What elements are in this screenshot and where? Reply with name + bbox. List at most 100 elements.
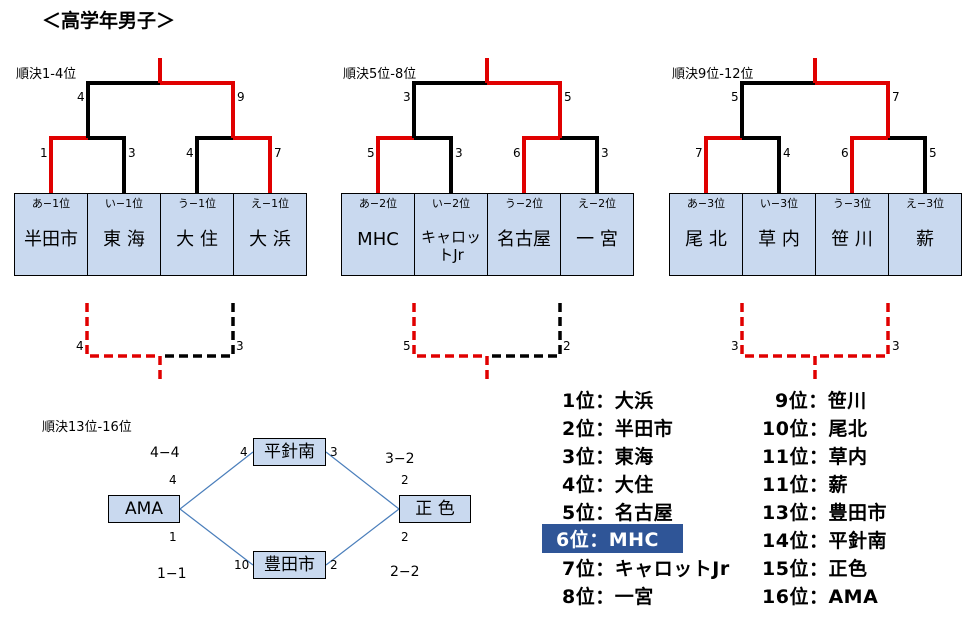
b1-m1-right-line: [88, 136, 126, 193]
team-name: 草 内: [758, 229, 800, 250]
score: 5: [731, 90, 739, 104]
b2-m1-right-line: [414, 136, 453, 193]
score: 4: [240, 445, 248, 459]
score: 4: [169, 473, 177, 487]
page-title: ＜高学年男子＞: [42, 10, 176, 32]
score: 3: [236, 339, 244, 353]
b2-m1-left-line: [376, 136, 414, 193]
b3-m1-left-line: [704, 136, 742, 193]
score: 2: [563, 339, 571, 353]
score: 9: [237, 90, 245, 104]
score: 4: [783, 146, 791, 160]
b2-final-right-line: [487, 81, 562, 138]
team-box: あ−3位 尾 北: [669, 193, 743, 276]
score: 5: [367, 146, 375, 160]
score: 6: [841, 146, 849, 160]
ranking-item: 14位：平針南: [762, 530, 887, 552]
team-seed: あ−1位: [31, 197, 71, 210]
team-seed: う−1位: [177, 197, 217, 210]
team-box-toyota: 豊田市: [253, 551, 326, 579]
b2-final-left-line: [412, 81, 487, 138]
team-box-hirabari: 平針南: [253, 438, 326, 466]
bracket-1-label: 順決1-4位: [16, 67, 77, 82]
league-lines: [179, 451, 400, 566]
score: 4: [186, 146, 194, 160]
bracket-2-third-lines: [412, 303, 562, 382]
team-box-ama: AMA: [108, 495, 180, 523]
ranking-item: 2位：半田市: [562, 418, 674, 440]
ranking-item: 16位：AMA: [762, 586, 879, 608]
score: 2: [401, 473, 409, 487]
team-name: 薪: [916, 229, 934, 250]
b3-final-left-line: [740, 81, 815, 138]
bracket-2-label: 順決5位-8位: [343, 67, 417, 82]
team-seed: い−1位: [104, 197, 144, 210]
ranking-item: 13位：豊田市: [762, 502, 887, 524]
team-box: え−3位 薪: [888, 193, 962, 276]
team-box-shoshiki: 正 色: [399, 495, 471, 523]
bracket-3-label: 順決9位-12位: [672, 67, 754, 82]
bracket-1-third-lines: [85, 303, 235, 382]
score-tiebreak: 3−2: [385, 451, 415, 467]
score: 4: [76, 339, 84, 353]
team-name: 東 海: [103, 229, 145, 250]
b1-final-left-line: [86, 81, 160, 138]
score: 2: [330, 558, 338, 572]
team-seed: え−1位: [250, 197, 290, 210]
score: 2: [401, 530, 409, 544]
ranking-item: 8位：一宮: [562, 586, 654, 608]
score: 5: [403, 339, 411, 353]
score: 5: [564, 90, 572, 104]
team-seed: え−2位: [577, 197, 617, 210]
team-box: い−1位 東 海: [87, 193, 161, 276]
team-box: え−2位 一 宮: [560, 193, 634, 276]
team-box: あ−1位 半田市: [14, 193, 88, 276]
team-box: う−3位 笹 川: [815, 193, 889, 276]
team-box: い−3位 草 内: [742, 193, 816, 276]
score: 3: [128, 146, 136, 160]
team-seed: え−3位: [905, 197, 945, 210]
team-seed: あ−2位: [358, 197, 398, 210]
ranking-item-highlight: 6位：MHC: [542, 524, 684, 553]
ranking-item: 7位：キャロットJr: [562, 558, 730, 580]
score: 1: [40, 146, 48, 160]
b1-final-right-line: [160, 81, 235, 138]
bracket-2-lines: [376, 58, 599, 193]
team-name: 大 浜: [249, 229, 291, 250]
b1-m2-right-line: [233, 136, 272, 193]
team-name: 一 宮: [576, 229, 618, 250]
b2-m2-left-line: [522, 136, 560, 193]
ranking-item: 11位：草内: [762, 446, 868, 468]
score-tiebreak: 1−1: [157, 566, 187, 582]
score: 1: [169, 530, 177, 544]
score: 7: [695, 146, 703, 160]
team-name: 大 住: [176, 229, 218, 250]
team-name: 半田市: [24, 229, 78, 250]
ranking-item: 1位：大浜: [562, 390, 654, 412]
b2-m2-right-line: [560, 136, 599, 193]
bracket-1-lines: [49, 58, 272, 193]
score-tiebreak: 2−2: [390, 564, 420, 580]
score: 5: [929, 146, 937, 160]
ranking-item: 9位：笹川: [775, 390, 867, 412]
team-box: え−1位 大 浜: [233, 193, 307, 276]
team-name: 名古屋: [497, 229, 551, 250]
score: 4: [77, 90, 85, 104]
ranking-item: 5位：名古屋: [562, 502, 674, 524]
team-box: い−2位 キャロッ トJr: [414, 193, 488, 276]
ranking-item: 15位：正色: [762, 558, 868, 580]
b3-final-right-line: [815, 81, 890, 138]
score: 3: [403, 90, 411, 104]
b3-m1-right-line: [742, 136, 781, 193]
team-box: う−2位 名古屋: [487, 193, 561, 276]
score-tiebreak: 4−4: [150, 445, 180, 461]
score: 7: [892, 90, 900, 104]
score: 3: [601, 146, 609, 160]
team-seed: あ−3位: [686, 197, 726, 210]
ranking-item: 4位：大住: [562, 474, 654, 496]
team-box: う−1位 大 住: [160, 193, 234, 276]
score: 6: [513, 146, 521, 160]
team-seed: い−2位: [431, 197, 471, 210]
league-label: 順決13位-16位: [42, 420, 132, 435]
